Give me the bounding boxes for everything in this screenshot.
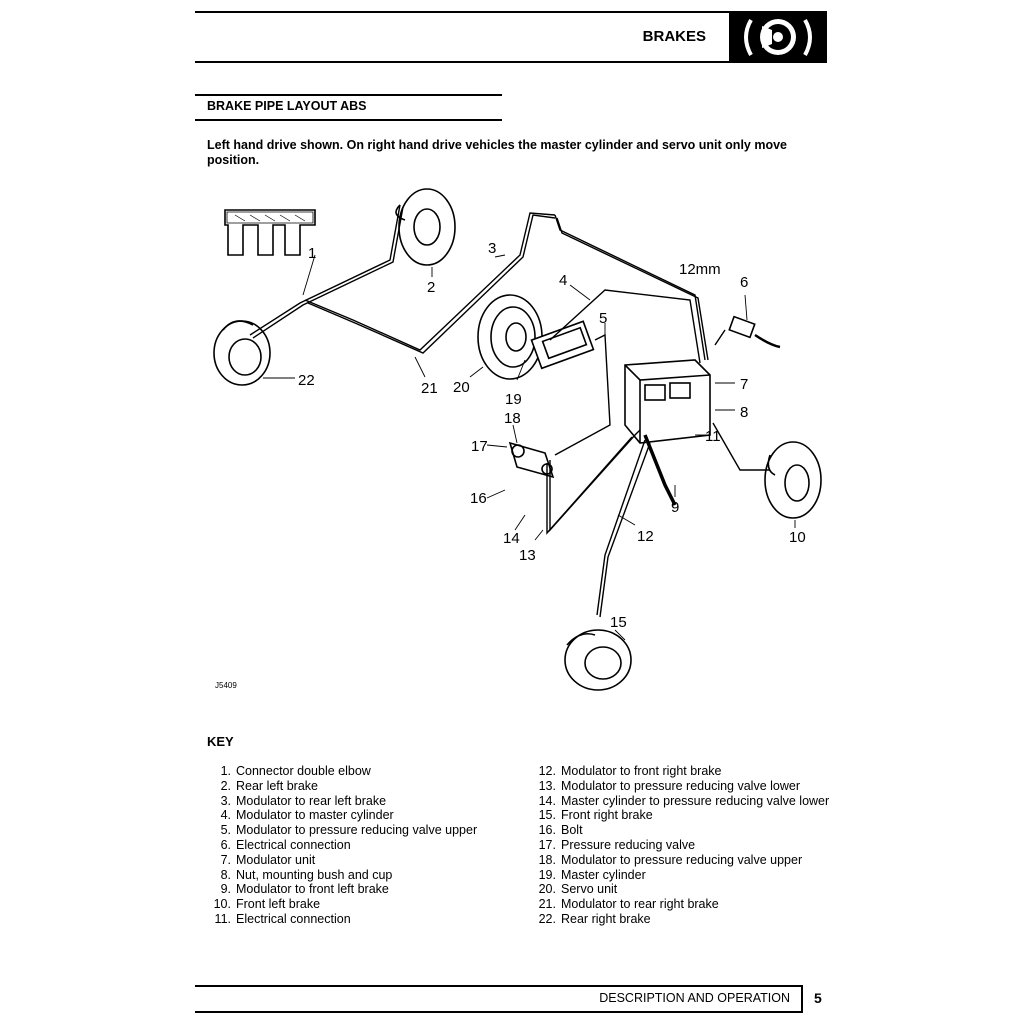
key-item: 7.Modulator unit (220, 852, 316, 867)
callout-5: 5 (599, 310, 607, 327)
brake-disc-icon (729, 12, 827, 63)
callout-2: 2 (427, 279, 435, 296)
callout-1: 1 (308, 245, 316, 262)
section-title-top-rule (195, 94, 502, 96)
intro-paragraph: Left hand drive shown. On right hand dri… (207, 138, 787, 167)
key-column-left: 1.Connector double elbow 2.Rear left bra… (203, 764, 478, 927)
footer-divider (801, 985, 803, 1013)
callout-13: 13 (519, 547, 536, 564)
key-item: 16.Bolt (538, 823, 583, 838)
callout-7: 7 (740, 376, 748, 393)
callout-3: 3 (488, 240, 496, 257)
page-number: 5 (814, 990, 822, 1006)
callout-8: 8 (740, 404, 748, 421)
callout-15: 15 (610, 614, 627, 631)
key-item: 8.Nut, mounting bush and cup (220, 867, 393, 882)
front-right-brake-drawing (564, 629, 632, 691)
key-item: 4.Modulator to master cylinder (220, 808, 394, 823)
callout-12: 12 (637, 528, 654, 545)
callout-6: 6 (740, 274, 748, 291)
key-item: 17.Pressure reducing valve (538, 837, 696, 852)
key-item: 3.Modulator to rear left brake (220, 793, 387, 808)
callout-20: 20 (453, 379, 470, 396)
callout-21: 21 (421, 380, 438, 397)
rear-right-brake-drawing (213, 320, 271, 386)
callout-22: 22 (298, 372, 315, 389)
callout-17: 17 (471, 438, 488, 455)
figure-id: J5409 (215, 681, 237, 690)
key-item: 21.Modulator to rear right brake (538, 897, 719, 912)
callout-18: 18 (504, 410, 521, 427)
callout-4: 4 (559, 272, 567, 289)
key-item: 2.Rear left brake (220, 778, 318, 793)
key-item: 5.Modulator to pressure reducing valve u… (220, 823, 478, 838)
footer-top-rule (195, 985, 803, 987)
callout-10: 10 (789, 529, 806, 546)
key-item: 6.Electrical connection (220, 837, 351, 852)
section-title: BRAKE PIPE LAYOUT ABS (207, 99, 367, 113)
master-cylinder-drawing (530, 320, 595, 370)
key-item: 19.Master cylinder (538, 867, 646, 882)
key-item: 10.Front left brake (213, 897, 321, 912)
callout-labels: 1 2 3 4 5 6 7 8 9 10 11 12 13 14 15 16 1… (215, 240, 806, 690)
key-column-right: 12.Modulator to front right brake 13.Mod… (528, 764, 830, 927)
key-item: 12.Modulator to front right brake (538, 764, 722, 778)
key-item: 13.Modulator to pressure reducing valve … (538, 778, 801, 793)
callout-16: 16 (470, 490, 487, 507)
callout-11: 11 (705, 428, 721, 445)
brake-pipe-diagram: 1 2 3 4 5 6 7 8 9 10 11 12 13 14 15 16 1… (195, 185, 835, 705)
header-title: BRAKES (642, 28, 706, 45)
callout-leaders (263, 254, 796, 641)
key-item: 22.Rear right brake (538, 911, 651, 926)
header-top-rule (195, 11, 827, 13)
key-item: 11.Electrical connection (214, 911, 351, 926)
key-item: 1.Connector double elbow (220, 764, 371, 778)
footer-bottom-rule (195, 1011, 803, 1013)
key-item: 14.Master cylinder to pressure reducing … (538, 793, 830, 808)
brake-pipes (249, 204, 770, 618)
section-title-bottom-rule (195, 119, 502, 121)
callout-14: 14 (503, 530, 520, 547)
key-item: 15.Front right brake (538, 808, 653, 823)
callout-19: 19 (505, 391, 522, 408)
key-item: 9.Modulator to front left brake (220, 882, 389, 897)
key-item: 18.Modulator to pressure reducing valve … (538, 852, 803, 867)
rear-left-brake-drawing (395, 188, 456, 266)
callout-9: 9 (671, 499, 679, 516)
modulator-unit-drawing (624, 359, 711, 444)
key-title: KEY (207, 734, 234, 749)
electrical-connection-drawing (728, 315, 781, 349)
connector-section-inset (224, 209, 316, 256)
header-bottom-rule (195, 61, 827, 63)
key-item: 20.Servo unit (538, 882, 618, 897)
front-left-brake-drawing (764, 441, 822, 519)
pipe-size-label: 12mm (679, 261, 721, 278)
servo-unit-drawing (477, 294, 543, 380)
footer-text: DESCRIPTION AND OPERATION (599, 991, 790, 1005)
